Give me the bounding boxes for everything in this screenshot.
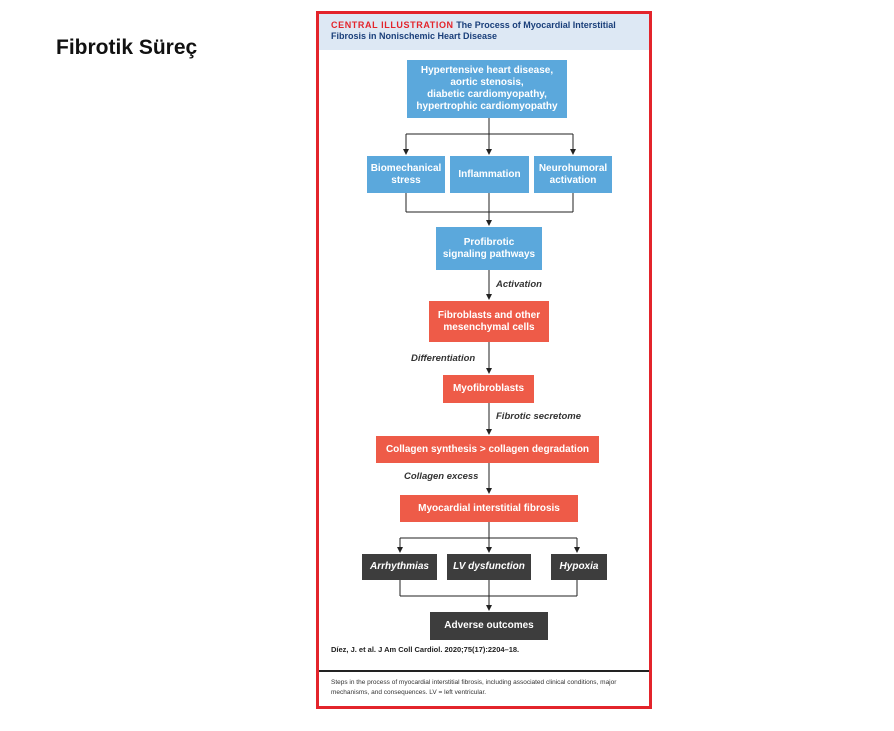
edge-label-collagen-excess: Collagen excess: [404, 471, 479, 482]
node-biomechanical-stress: Biomechanical stress: [367, 156, 445, 193]
figure-title: The Process of Myocardial Interstitial F…: [331, 20, 616, 41]
node-conditions: Hypertensive heart disease, aortic steno…: [407, 60, 567, 118]
figure-label: CENTRAL ILLUSTRATION: [331, 20, 454, 30]
edge-label-fibrotic-secretome: Fibrotic secretome: [496, 411, 581, 422]
node-myofibroblasts: Myofibroblasts: [443, 375, 534, 403]
node-hypoxia: Hypoxia: [551, 554, 607, 580]
node-adverse-outcomes: Adverse outcomes: [430, 612, 548, 640]
citation: Díez, J. et al. J Am Coll Cardiol. 2020;…: [331, 645, 520, 654]
node-arrhythmias: Arrhythmias: [362, 554, 437, 580]
central-illustration-frame: CENTRAL ILLUSTRATION The Process of Myoc…: [316, 11, 652, 709]
divider: [319, 670, 649, 672]
node-lv-dysfunction: LV dysfunction: [447, 554, 531, 580]
node-collagen-balance: Collagen synthesis > collagen degradatio…: [376, 436, 599, 463]
edge-label-differentiation: Differentiation: [411, 353, 476, 364]
figure-caption: Steps in the process of myocardial inter…: [331, 679, 617, 696]
node-fibroblasts: Fibroblasts and other mesenchymal cells: [429, 301, 549, 342]
page-title: Fibrotik Süreç: [56, 36, 198, 59]
figure-header: CENTRAL ILLUSTRATION The Process of Myoc…: [319, 14, 649, 50]
flow-connectors: [397, 118, 580, 611]
node-neurohumoral-activation: Neurohumoral activation: [534, 156, 612, 193]
node-interstitial-fibrosis: Myocardial interstitial fibrosis: [400, 495, 578, 522]
edge-label-activation: Activation: [496, 279, 542, 290]
node-inflammation: Inflammation: [450, 156, 529, 193]
node-profibrotic-signaling: Profibrotic signaling pathways: [436, 227, 542, 270]
